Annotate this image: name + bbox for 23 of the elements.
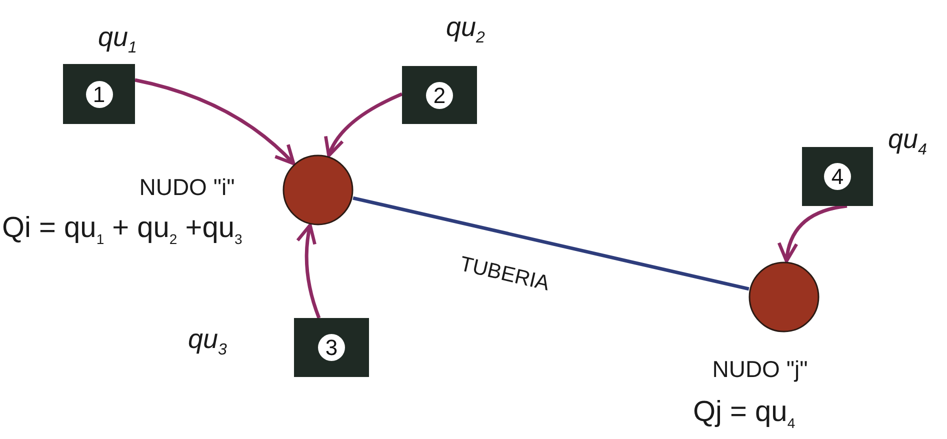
node-label: NUDO "i" [138, 174, 236, 201]
numbered-box [63, 64, 135, 124]
flow-label: qu$_{3}$ [188, 324, 227, 360]
flow-equation: Qj = qu$_{4}$ [693, 396, 796, 431]
flow-arrow [296, 223, 321, 319]
pipe-line [352, 196, 750, 291]
numbered-box [294, 318, 369, 377]
junction-node [748, 261, 820, 333]
node-number: 1 [86, 80, 112, 108]
node-number: 3 [318, 334, 345, 361]
flow-label: qu$_{4}$ [888, 124, 927, 160]
node-number: 4 [824, 163, 851, 190]
flow-arrow [325, 92, 403, 158]
node-number: 2 [426, 82, 453, 108]
flow-label: qu$_{2}$ [446, 12, 485, 48]
numbered-box [802, 147, 873, 206]
flow-arrow [134, 78, 296, 166]
numbered-box [402, 66, 477, 124]
flow-label: qu$_{1}$ [98, 22, 137, 58]
flow-equation: Qi = qu$_{1}$ + qu$_{2}$ +qu$_{3}$ [2, 212, 242, 247]
junction-node [282, 154, 354, 226]
flow-arrow [778, 204, 848, 263]
node-label: NUDO "j" [711, 356, 809, 383]
